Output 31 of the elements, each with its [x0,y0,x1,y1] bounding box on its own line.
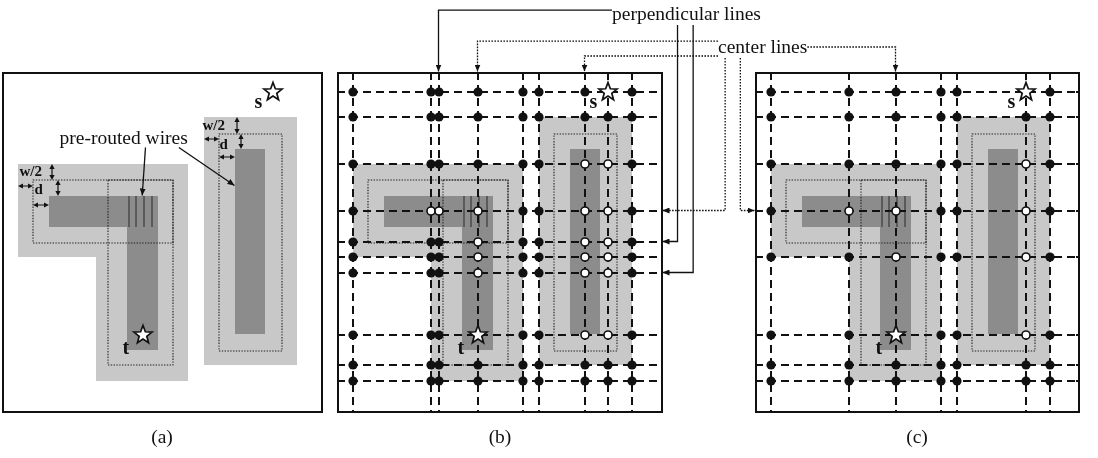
wire [234,148,265,334]
panel-caption: (a) [151,426,173,448]
dimension-label: d [34,182,43,197]
leader-arrow [474,40,719,73]
callout-label: pre-routed wires [59,127,188,148]
callout-label: center lines [718,36,808,58]
panel-frame [337,72,663,413]
panel-frame [2,72,323,413]
leader-arrow [739,57,756,214]
terminal-label: s [589,93,598,109]
terminal-label: s [1007,93,1016,109]
leader-arrow [435,9,613,73]
panel-frame [755,72,1080,413]
panel-caption: (c) [906,426,928,448]
panel-caption: (b) [488,426,512,448]
leader-arrow [139,146,147,197]
callout-label: perpendicular lines [612,3,761,25]
leader-arrow [178,146,236,187]
dimension-label: w/2 [202,118,225,133]
wire [987,148,1018,334]
dimension-label: w/2 [19,164,42,179]
terminal-label: s [254,93,263,109]
leader-arrow [661,24,679,245]
terminal-label: t [457,338,465,355]
terminal-label: t [875,338,883,355]
leader-arrow [661,24,694,276]
dimension-label: d [219,137,228,152]
terminal-label: t [122,338,130,355]
leader-arrow [581,55,719,73]
leader-arrow [806,46,899,73]
leader-arrow [661,57,726,214]
